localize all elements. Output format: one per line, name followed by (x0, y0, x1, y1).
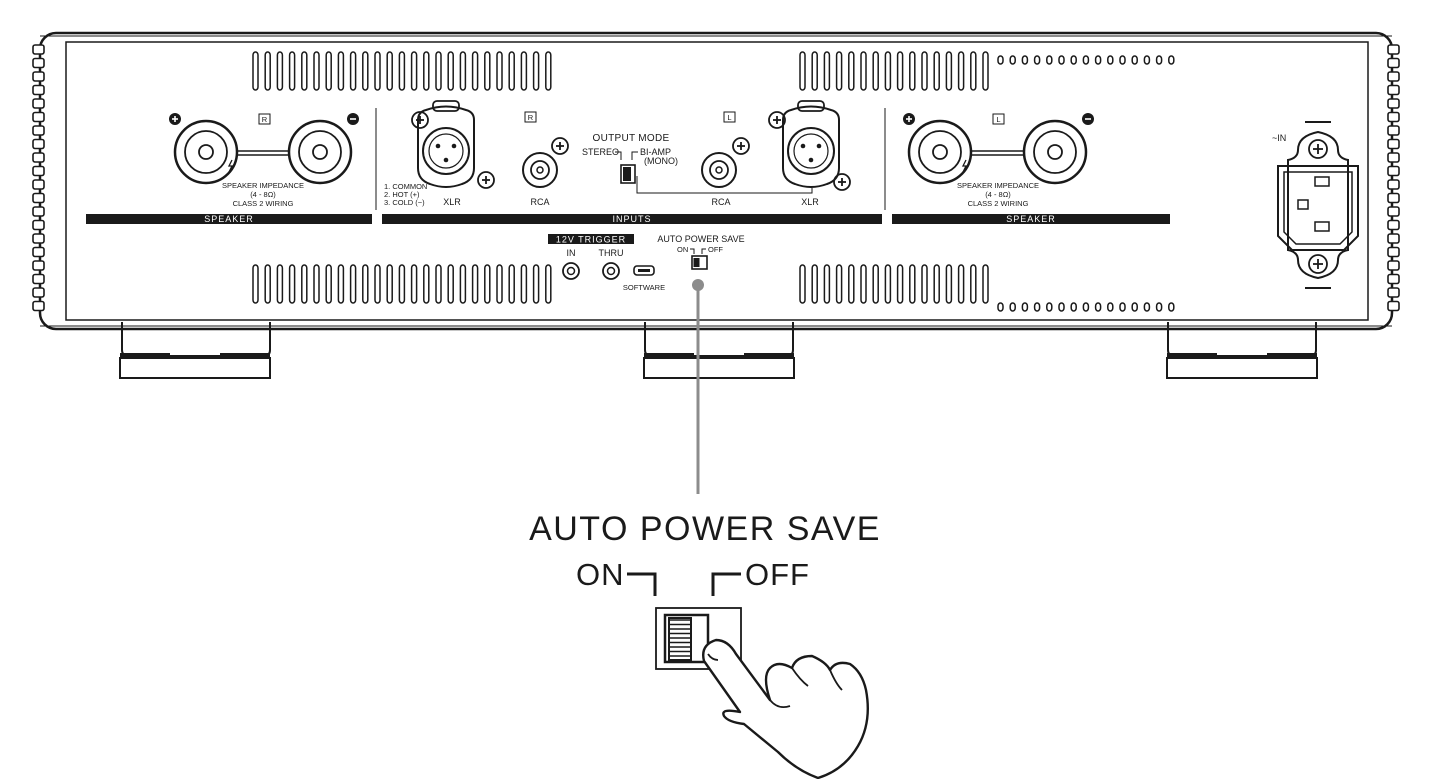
feet (119, 322, 1318, 379)
output-mode-label: OUTPUT MODE (592, 133, 669, 144)
callout-power-save-switch[interactable] (655, 607, 742, 670)
usb-software-port[interactable] (633, 265, 655, 276)
ac-inlet[interactable]: ~IN (1272, 121, 1359, 289)
shock-hazard-icon (227, 159, 234, 173)
impedance-line3: CLASS 2 WIRING (968, 199, 1029, 208)
heatsink-fins-right (1387, 44, 1400, 312)
speaker-post-plus-r[interactable] (173, 119, 239, 185)
rca-right-label: RCA (530, 197, 549, 207)
trigger-thru-label: THRU (599, 248, 624, 258)
output-mode-switch[interactable] (620, 164, 636, 184)
screw-icon (768, 111, 786, 129)
xlr-connector-right[interactable] (417, 100, 475, 188)
inputs-section-label: INPUTS (612, 214, 651, 224)
callout: AUTO POWER SAVE ON OFF (529, 279, 881, 779)
callout-title: AUTO POWER SAVE (529, 510, 881, 548)
speaker-terminals-right: R SPEAKER IMPEDANCE (4 - 8Ω) CLASS 2 WIR… (86, 113, 372, 224)
screw-icon (411, 111, 429, 129)
screw-icon (833, 173, 851, 191)
ac-in-label: ~IN (1272, 133, 1286, 143)
switch-ridges (668, 617, 692, 661)
xlr-connector-left[interactable] (782, 100, 840, 188)
xlr-pin3-label: 3. COLD (−) (384, 198, 425, 207)
panel-power-save-on: ON (677, 245, 688, 254)
heatsink-fins-left (32, 44, 45, 312)
channel-r-label: R (528, 113, 534, 122)
speaker-post-minus-r[interactable] (287, 119, 353, 185)
chassis (32, 31, 1400, 331)
impedance-line3: CLASS 2 WIRING (233, 199, 294, 208)
software-label: SOFTWARE (623, 283, 665, 292)
channel-l-label: L (727, 113, 731, 122)
inputs-section: 1. COMMON 2. HOT (+) 3. COLD (−) XLR R R… (382, 100, 882, 224)
screw-icon (477, 171, 495, 189)
xlr-left-label: XLR (801, 197, 819, 207)
xlr-pin2-label: 2. HOT (+) (384, 190, 420, 199)
rca-jack-right[interactable] (522, 152, 558, 188)
impedance-line1: SPEAKER IMPEDANCE (957, 181, 1039, 190)
foot-left (119, 322, 271, 379)
screw-icon (551, 137, 569, 155)
biamp-mono-label: (MONO) (644, 156, 678, 166)
channel-r-label: R (262, 115, 268, 124)
hand-pointer-icon (702, 638, 869, 779)
callout-off-label: OFF (745, 557, 810, 592)
speaker-post-plus-l[interactable] (907, 119, 973, 185)
trigger-in-jack[interactable] (562, 262, 580, 280)
rca-left-label: RCA (711, 197, 730, 207)
trigger-thru-jack[interactable] (602, 262, 620, 280)
trigger-section: 12V TRIGGER IN THRU SOFTWARE (548, 234, 665, 292)
trigger-in-label: IN (567, 248, 576, 258)
screw-icon (732, 137, 750, 155)
panel-auto-power-save: AUTO POWER SAVE ON OFF (657, 234, 745, 270)
foot-right (1166, 322, 1318, 379)
speaker-section-label: SPEAKER (1006, 214, 1056, 224)
xlr-pin1-label: 1. COMMON (384, 182, 427, 191)
vent-slots (252, 51, 1175, 312)
panel-power-save-off: OFF (708, 245, 723, 254)
speaker-post-minus-l[interactable] (1022, 119, 1088, 185)
biamp-label: BI-AMP (640, 147, 671, 157)
stereo-label: STEREO (582, 147, 619, 157)
channel-l-label: L (996, 115, 1000, 124)
trigger-label: 12V TRIGGER (556, 235, 626, 245)
xlr-right-label: XLR (443, 197, 461, 207)
impedance-line2: (4 - 8Ω) (250, 190, 276, 199)
speaker-terminals-left: L SPEAKER IMPEDANCE (4 - 8Ω) CLASS 2 WIR… (892, 113, 1170, 224)
impedance-line2: (4 - 8Ω) (985, 190, 1011, 199)
shock-hazard-icon (961, 159, 968, 173)
callout-on-label: ON (576, 557, 625, 592)
impedance-line1: SPEAKER IMPEDANCE (222, 181, 304, 190)
speaker-section-label: SPEAKER (204, 214, 254, 224)
foot-center (643, 322, 795, 379)
panel-power-save-title: AUTO POWER SAVE (657, 234, 744, 244)
rca-jack-left[interactable] (701, 152, 737, 188)
panel-power-save-switch[interactable] (691, 255, 708, 270)
